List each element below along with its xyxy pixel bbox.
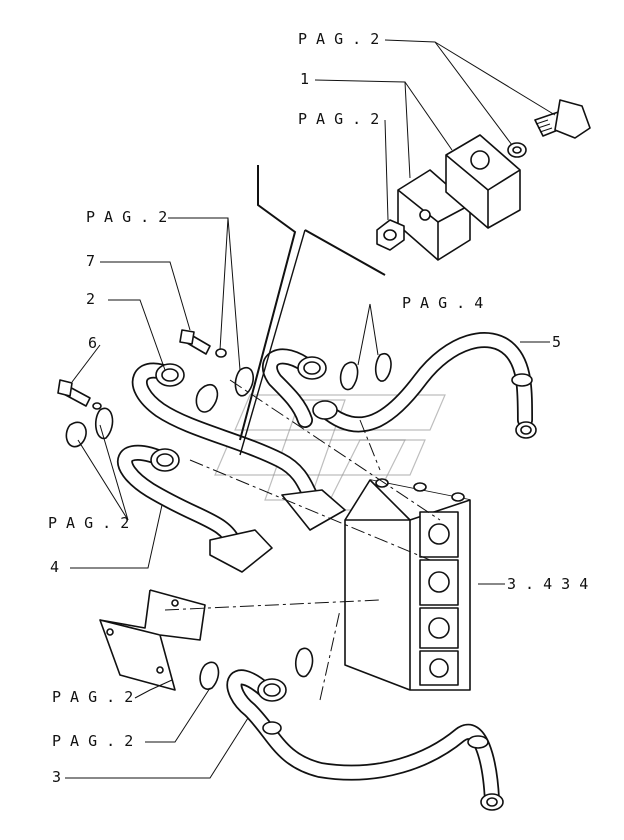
label-1: 1 xyxy=(300,70,309,88)
label-5: 5 xyxy=(552,333,561,351)
pipe-2 xyxy=(131,362,346,531)
label-pag2-mid: P A G . 2 xyxy=(298,110,379,128)
callout-labels: P A G . 2 1 P A G . 2 P A G . 2 7 P A G … xyxy=(48,30,588,786)
bolt-6 xyxy=(57,379,102,410)
leader-lines xyxy=(65,39,556,779)
clamp-block-upper xyxy=(445,134,521,229)
label-4: 4 xyxy=(50,558,59,576)
pipe-5 xyxy=(312,332,537,439)
label-pag2-lower: P A G . 2 xyxy=(48,514,129,532)
label-pag2-left: P A G . 2 xyxy=(86,208,167,226)
label-3: 3 xyxy=(52,768,61,786)
section-lines xyxy=(239,165,386,456)
label-pag2-top: P A G . 2 xyxy=(298,30,379,48)
pipe-4 xyxy=(117,444,273,573)
label-pag2-bracket: P A G . 2 xyxy=(52,688,133,706)
assembly-lines xyxy=(164,379,441,701)
label-3434: 3 . 4 3 4 xyxy=(507,575,588,593)
label-pag4: P A G . 4 xyxy=(402,294,483,312)
label-pag2-bottom: P A G . 2 xyxy=(52,732,133,750)
washer-top xyxy=(507,142,527,158)
valve-block-3434 xyxy=(344,478,471,691)
bolt-7 xyxy=(179,329,227,358)
label-6: 6 xyxy=(88,334,97,352)
label-2: 2 xyxy=(86,290,95,308)
pipe-middle xyxy=(262,348,327,428)
label-7: 7 xyxy=(86,252,95,270)
pipe-3 xyxy=(226,669,504,811)
bracket xyxy=(99,589,206,691)
pipe-clamps xyxy=(65,352,392,690)
nut-top xyxy=(376,219,405,251)
hex-bolt-top xyxy=(534,99,591,139)
